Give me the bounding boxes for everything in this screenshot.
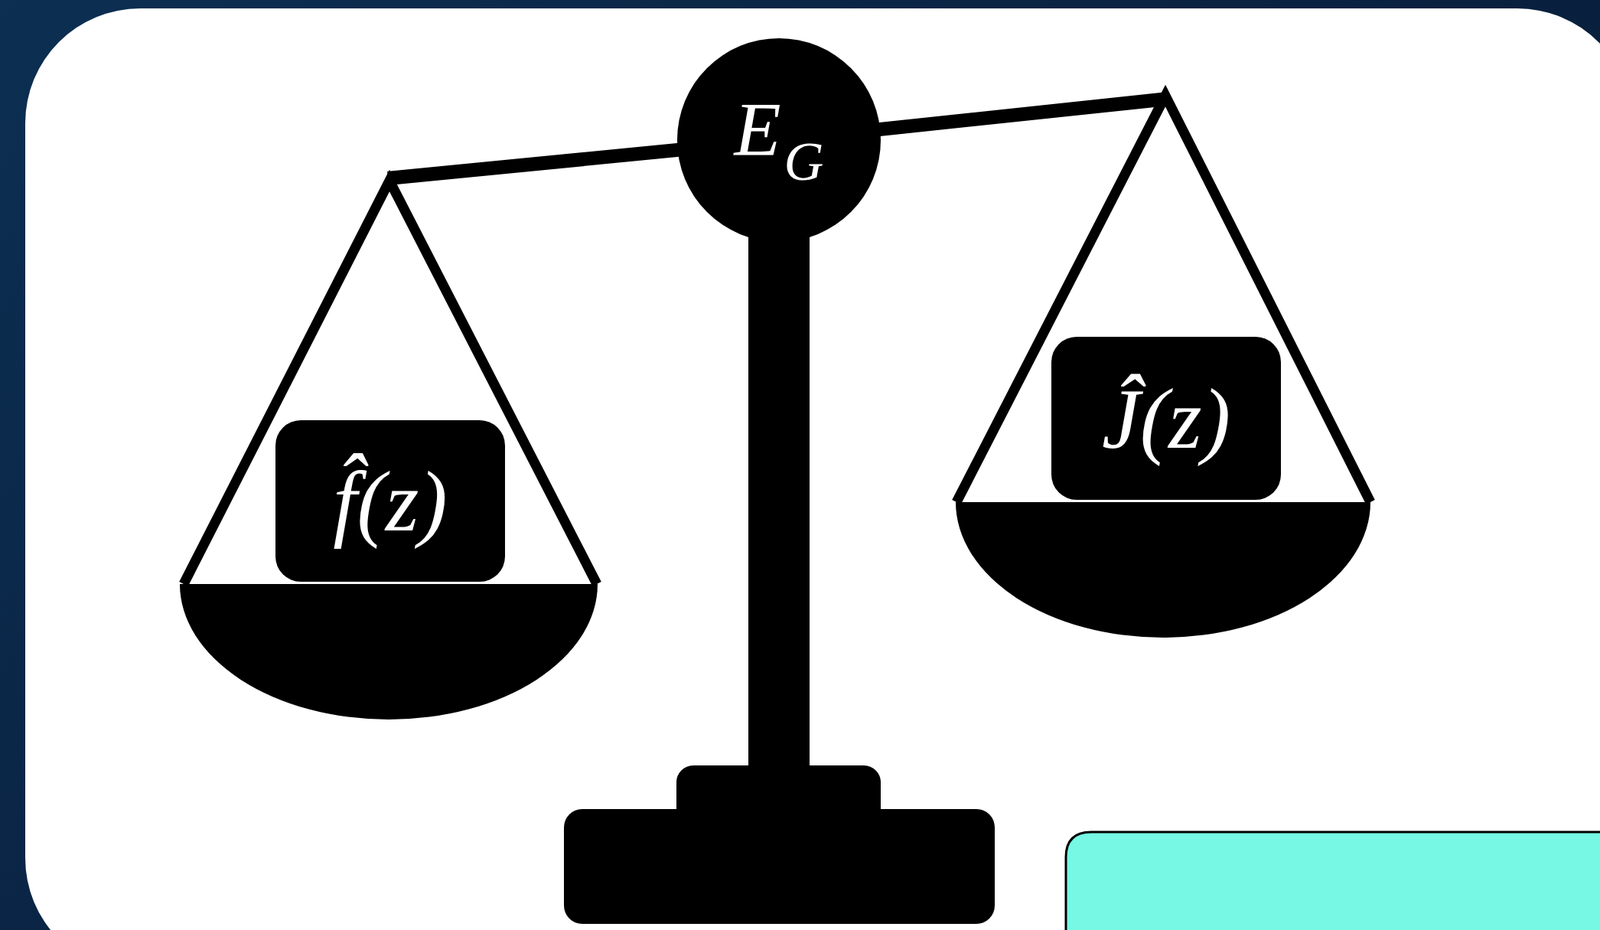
math-expression: EG bbox=[733, 91, 824, 189]
math-expression: f̂(z) bbox=[332, 458, 447, 545]
right-pan-strings bbox=[956, 95, 1371, 502]
math-symbol: E bbox=[733, 86, 781, 172]
right-pan-box: Ĵ(z) bbox=[1051, 336, 1281, 500]
scale-base-lower bbox=[563, 808, 995, 924]
math-subscript: G bbox=[784, 130, 825, 193]
math-symbol: Ĵ(z) bbox=[1101, 371, 1231, 466]
right-pan-bowl bbox=[955, 501, 1371, 638]
math-expression: Ĵ(z) bbox=[1101, 375, 1231, 462]
scale-post bbox=[748, 229, 810, 773]
white-panel bbox=[25, 8, 1600, 930]
math-symbol: f̂(z) bbox=[332, 453, 447, 549]
cyan-panel bbox=[1065, 831, 1600, 930]
left-pan-strings bbox=[183, 180, 597, 584]
left-pan-bowl bbox=[179, 583, 598, 720]
left-pan-box: f̂(z) bbox=[275, 420, 506, 582]
pivot-circle: EG bbox=[677, 38, 881, 242]
